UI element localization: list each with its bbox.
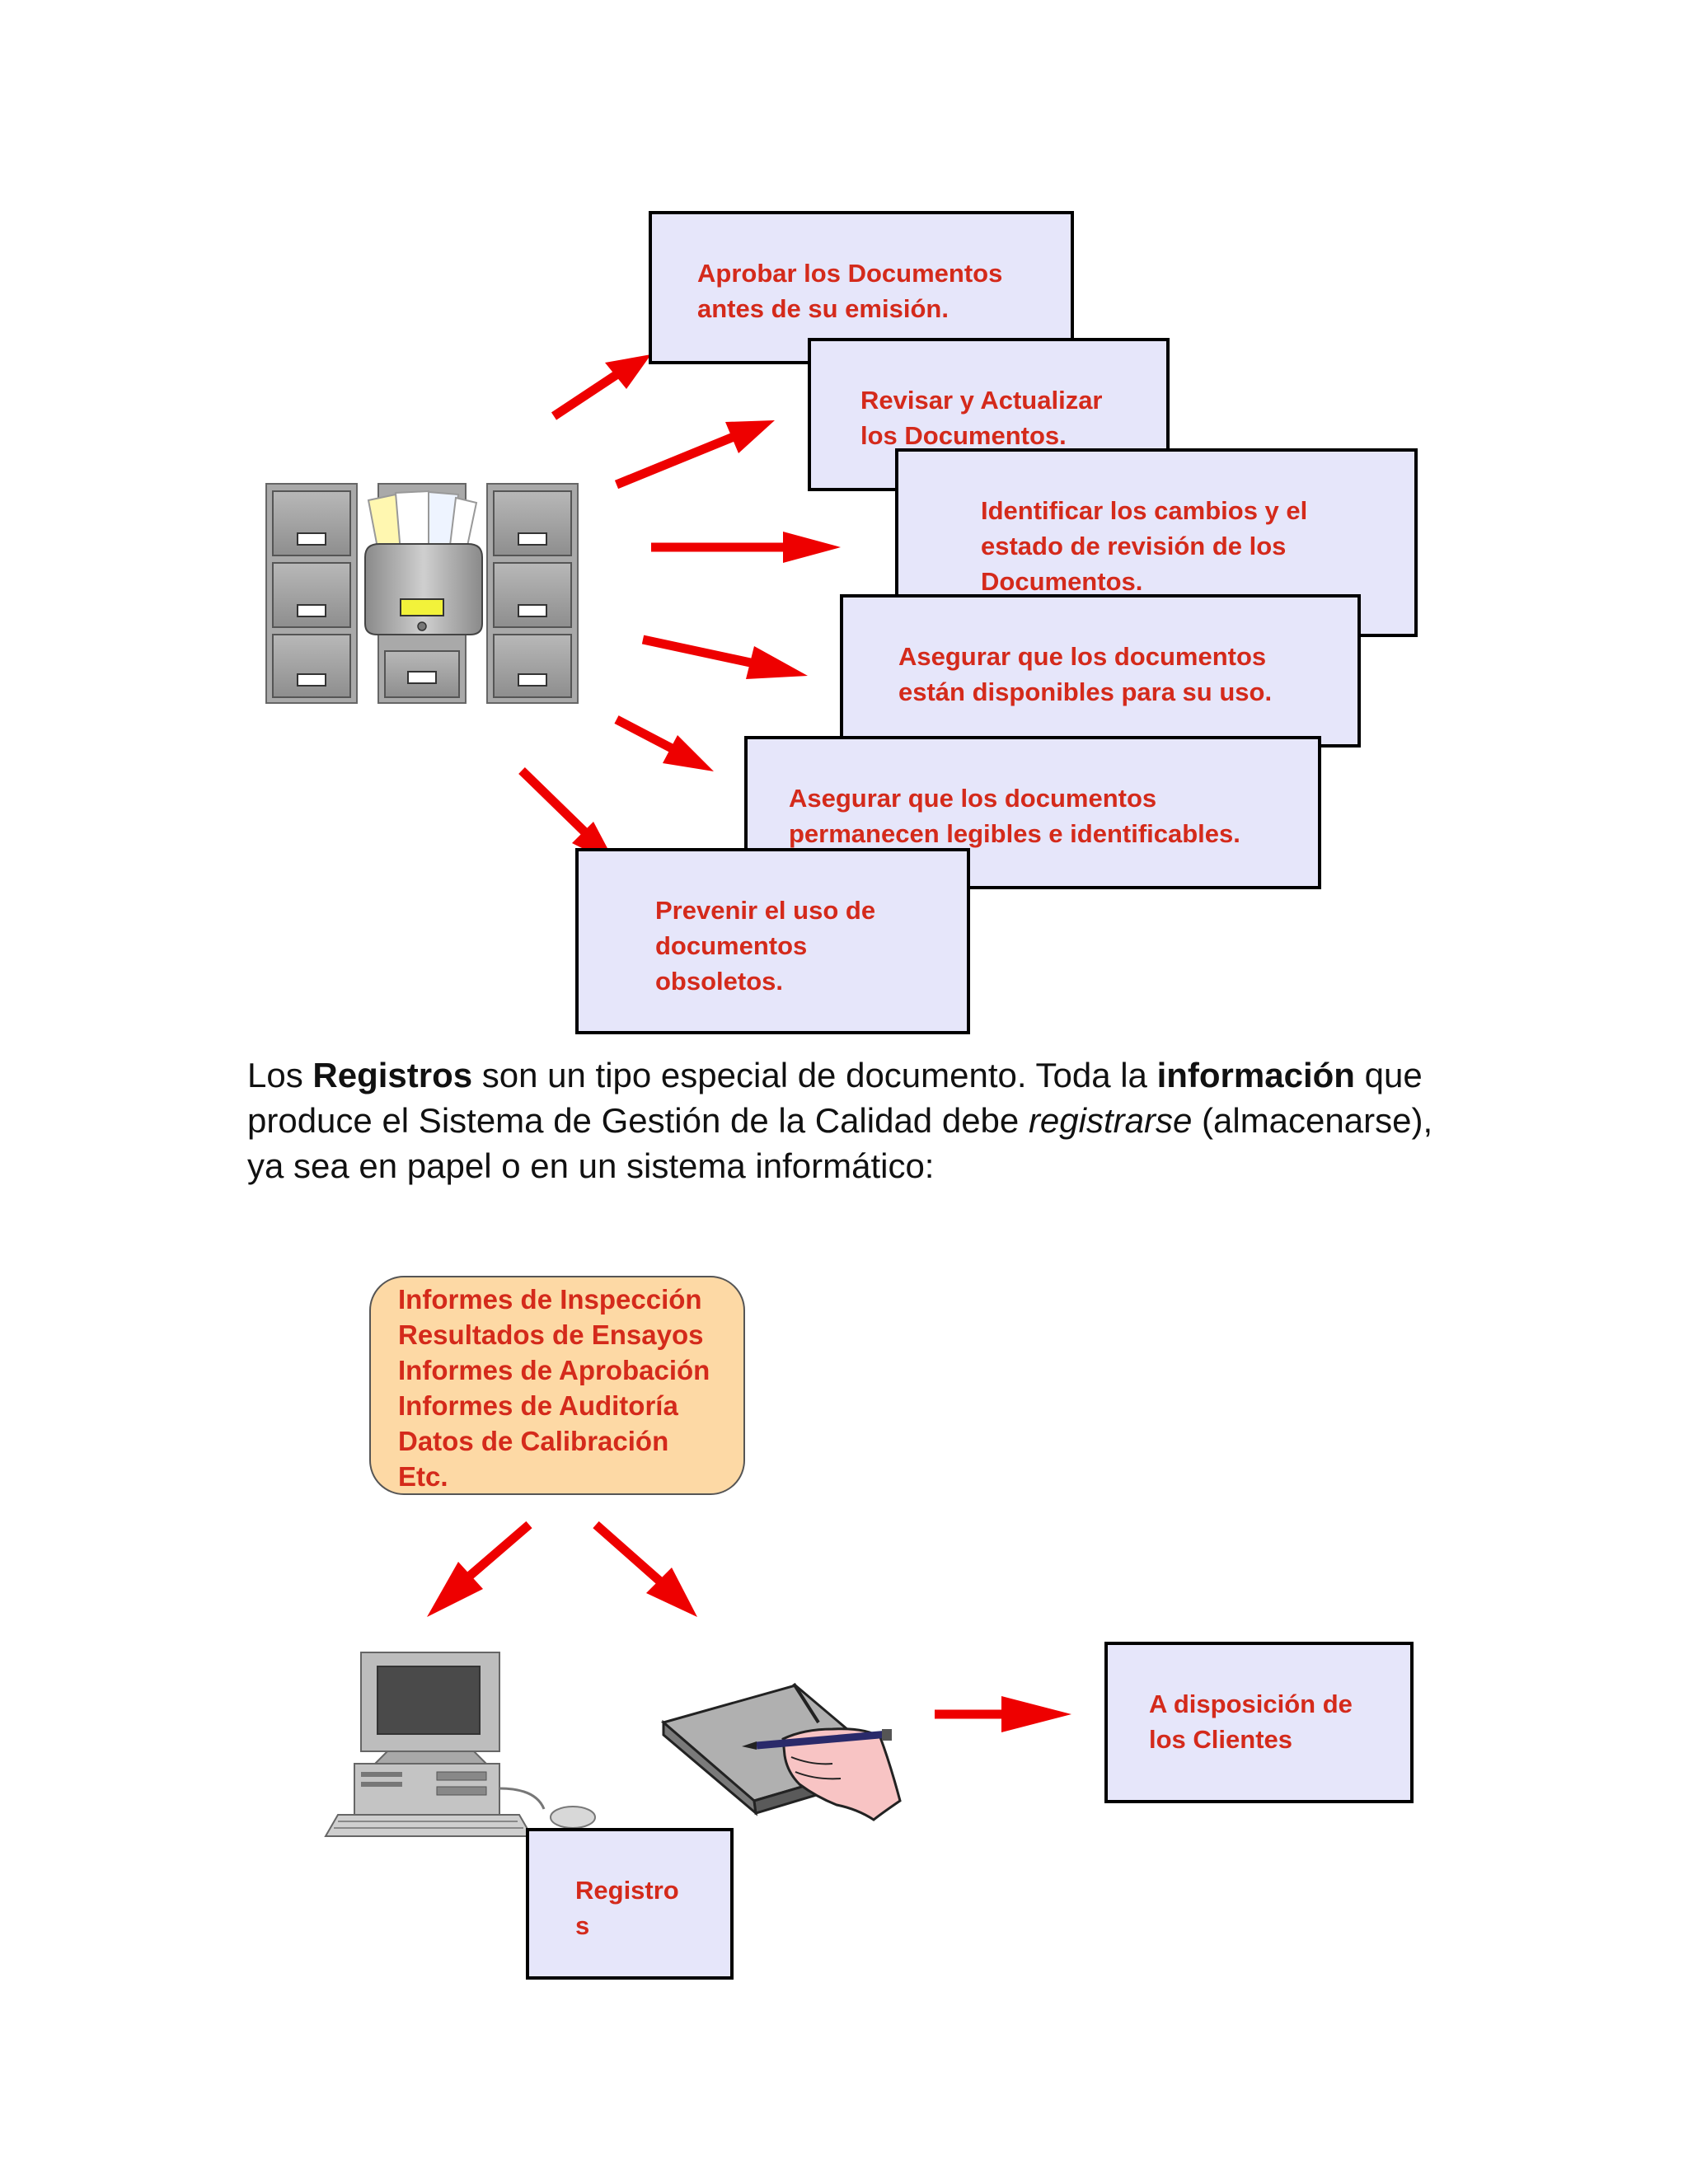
paragraph-bold-informacion: información xyxy=(1156,1056,1355,1094)
process-box-line: los Documentos. xyxy=(860,421,1067,450)
arrow-icon xyxy=(746,646,808,679)
process-box-line: antes de su emisión. xyxy=(697,294,949,323)
process-box-line: estado de revisión de los xyxy=(981,532,1287,560)
registros-box: Registro s xyxy=(526,1828,734,1980)
process-box-line: Aprobar los Documentos xyxy=(697,259,1003,288)
paragraph-italic-registrarse: registrarse xyxy=(1028,1101,1193,1140)
records-list-item: Datos de Calibración xyxy=(398,1426,669,1456)
registros-line: Registro xyxy=(575,1876,679,1905)
arrow-icon xyxy=(427,1562,483,1617)
process-box-availability: Asegurar que los documentos están dispon… xyxy=(840,594,1361,748)
arrow-icon xyxy=(518,767,588,836)
clients-box: A disposición de los Clientes xyxy=(1104,1642,1414,1803)
process-box-line: Prevenir el uso de xyxy=(655,896,876,925)
arrow-icon xyxy=(614,432,736,490)
records-list-item: Informes de Auditoría xyxy=(398,1390,678,1421)
process-box-line: obsoletos. xyxy=(655,967,784,996)
paragraph-text: que produce el Sistema de Gestión de la … xyxy=(247,1056,1423,1140)
arrow-icon xyxy=(663,735,714,771)
paragraph-bold-registros: Registros xyxy=(312,1056,473,1094)
process-box-line: documentos xyxy=(655,931,808,960)
paragraph-text: son un tipo especial de documento. Toda … xyxy=(472,1056,1157,1094)
records-list-item: Etc. xyxy=(398,1461,448,1492)
process-box-line: Asegurar que los documentos xyxy=(898,642,1267,671)
paragraph-text: Los xyxy=(247,1056,313,1094)
registros-paragraph: Los Registros son un tipo especial de do… xyxy=(247,1052,1467,1188)
records-list-item: Informes de Aprobación xyxy=(398,1355,710,1385)
arrow-icon xyxy=(605,354,651,389)
arrow-icon xyxy=(467,1521,532,1580)
arrow-icon xyxy=(646,1568,697,1617)
records-list-item: Resultados de Ensayos xyxy=(398,1319,704,1350)
arrow-icon xyxy=(614,715,674,752)
process-box-line: Identificar los cambios y el xyxy=(981,496,1308,525)
clients-line: los Clientes xyxy=(1149,1725,1292,1754)
process-box-line: están disponibles para su uso. xyxy=(898,677,1273,706)
arrow-icon xyxy=(593,1521,663,1585)
process-box-line: Asegurar que los documentos xyxy=(789,784,1157,813)
arrow-icon xyxy=(725,420,775,453)
process-box-obsolete: Prevenir el uso de documentos obsoletos. xyxy=(575,848,970,1034)
process-box-line: Revisar y Actualizar xyxy=(860,386,1103,415)
arrow-icon xyxy=(783,532,841,563)
process-box-line: Documentos. xyxy=(981,567,1143,596)
arrow-icon xyxy=(641,635,756,668)
registros-line: s xyxy=(575,1911,590,1940)
arrow-icon xyxy=(551,368,623,420)
paragraph-text: (almacenarse), ya sea en papel o en un s… xyxy=(247,1101,1433,1185)
clients-line: A disposición de xyxy=(1149,1690,1353,1718)
records-list-box: Informes de Inspección Resultados de Ens… xyxy=(369,1276,745,1495)
records-list-item: Informes de Inspección xyxy=(398,1284,702,1315)
arrow-icon xyxy=(1001,1696,1071,1732)
process-box-line: permanecen legibles e identificables. xyxy=(789,819,1240,848)
process-box-legible: Asegurar que los documentos permanecen l… xyxy=(744,736,1321,889)
